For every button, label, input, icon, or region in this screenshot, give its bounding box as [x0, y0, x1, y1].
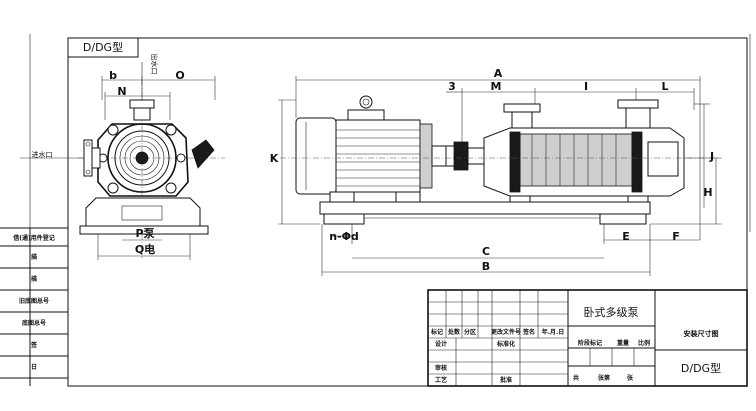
tb-col-count: 处数: [447, 328, 461, 336]
tb-process: 工艺: [435, 376, 447, 384]
tb-approve: 批准: [500, 376, 512, 384]
tb-check: 审核: [435, 364, 447, 372]
tb-col-zone: 分区: [464, 328, 476, 336]
side-table-r5: 签: [30, 341, 38, 349]
inlet-label: 进水口: [32, 150, 53, 159]
tb-col-change-no: 更改文件号: [491, 328, 521, 336]
dim-M: M: [491, 80, 502, 93]
tb-col-mark: 标记: [430, 328, 443, 336]
side-table-r1: 描: [31, 253, 37, 261]
dim-A: A: [494, 67, 503, 80]
side-table-r6: 日: [31, 364, 37, 371]
tb-scale: 比例: [638, 339, 650, 347]
title-block-drawing: 安装尺寸图: [684, 329, 719, 338]
dim-O: O: [175, 69, 184, 82]
dim-I: I: [584, 80, 588, 93]
model-box-text: D/DG型: [83, 40, 123, 54]
dim-n-d: n-Φd: [329, 230, 359, 243]
title-block-model: D/DG型: [681, 361, 721, 375]
tb-stage: 阶段标记: [578, 339, 602, 347]
title-block-title: 卧式多级泵: [584, 305, 639, 319]
dim-F: F: [672, 230, 680, 243]
side-view: [278, 76, 722, 276]
tb-sheet-unit: 张: [627, 374, 634, 382]
dim-E: E: [622, 230, 630, 243]
tb-design: 设计: [435, 340, 447, 348]
dim-b: b: [109, 69, 117, 82]
dim-3: 3: [448, 80, 456, 93]
dim-L: L: [661, 80, 668, 93]
sheet-border: [67, 37, 748, 387]
side-table: [0, 227, 68, 386]
title-block: [427, 289, 748, 387]
dim-P: P泵: [135, 227, 154, 240]
dim-B: B: [482, 260, 490, 273]
dim-C: C: [482, 245, 490, 258]
dim-J: J: [709, 150, 714, 163]
tb-sheet-num: 张第: [598, 374, 610, 382]
side-table-r3: 旧底图总号: [19, 297, 49, 305]
tb-col-date: 年.月.日: [542, 328, 565, 336]
end-view: [20, 62, 225, 260]
tb-col-sign: 签名: [522, 328, 535, 336]
dim-H: H: [703, 186, 712, 199]
side-table-r2: 描: [31, 275, 37, 283]
side-table-r0: 借(通)用件登记: [12, 234, 55, 242]
tb-weight: 重量: [617, 339, 629, 347]
tb-sheet-total: 共: [573, 374, 579, 382]
tb-standardize: 标准化: [496, 340, 515, 348]
dim-K: K: [270, 152, 279, 165]
side-table-r4: 底图总号: [22, 319, 46, 327]
outlet-label: 出水口: [150, 54, 159, 75]
model-box: [67, 37, 139, 58]
dim-Q: Q电: [135, 242, 155, 256]
dim-N: N: [117, 85, 126, 98]
